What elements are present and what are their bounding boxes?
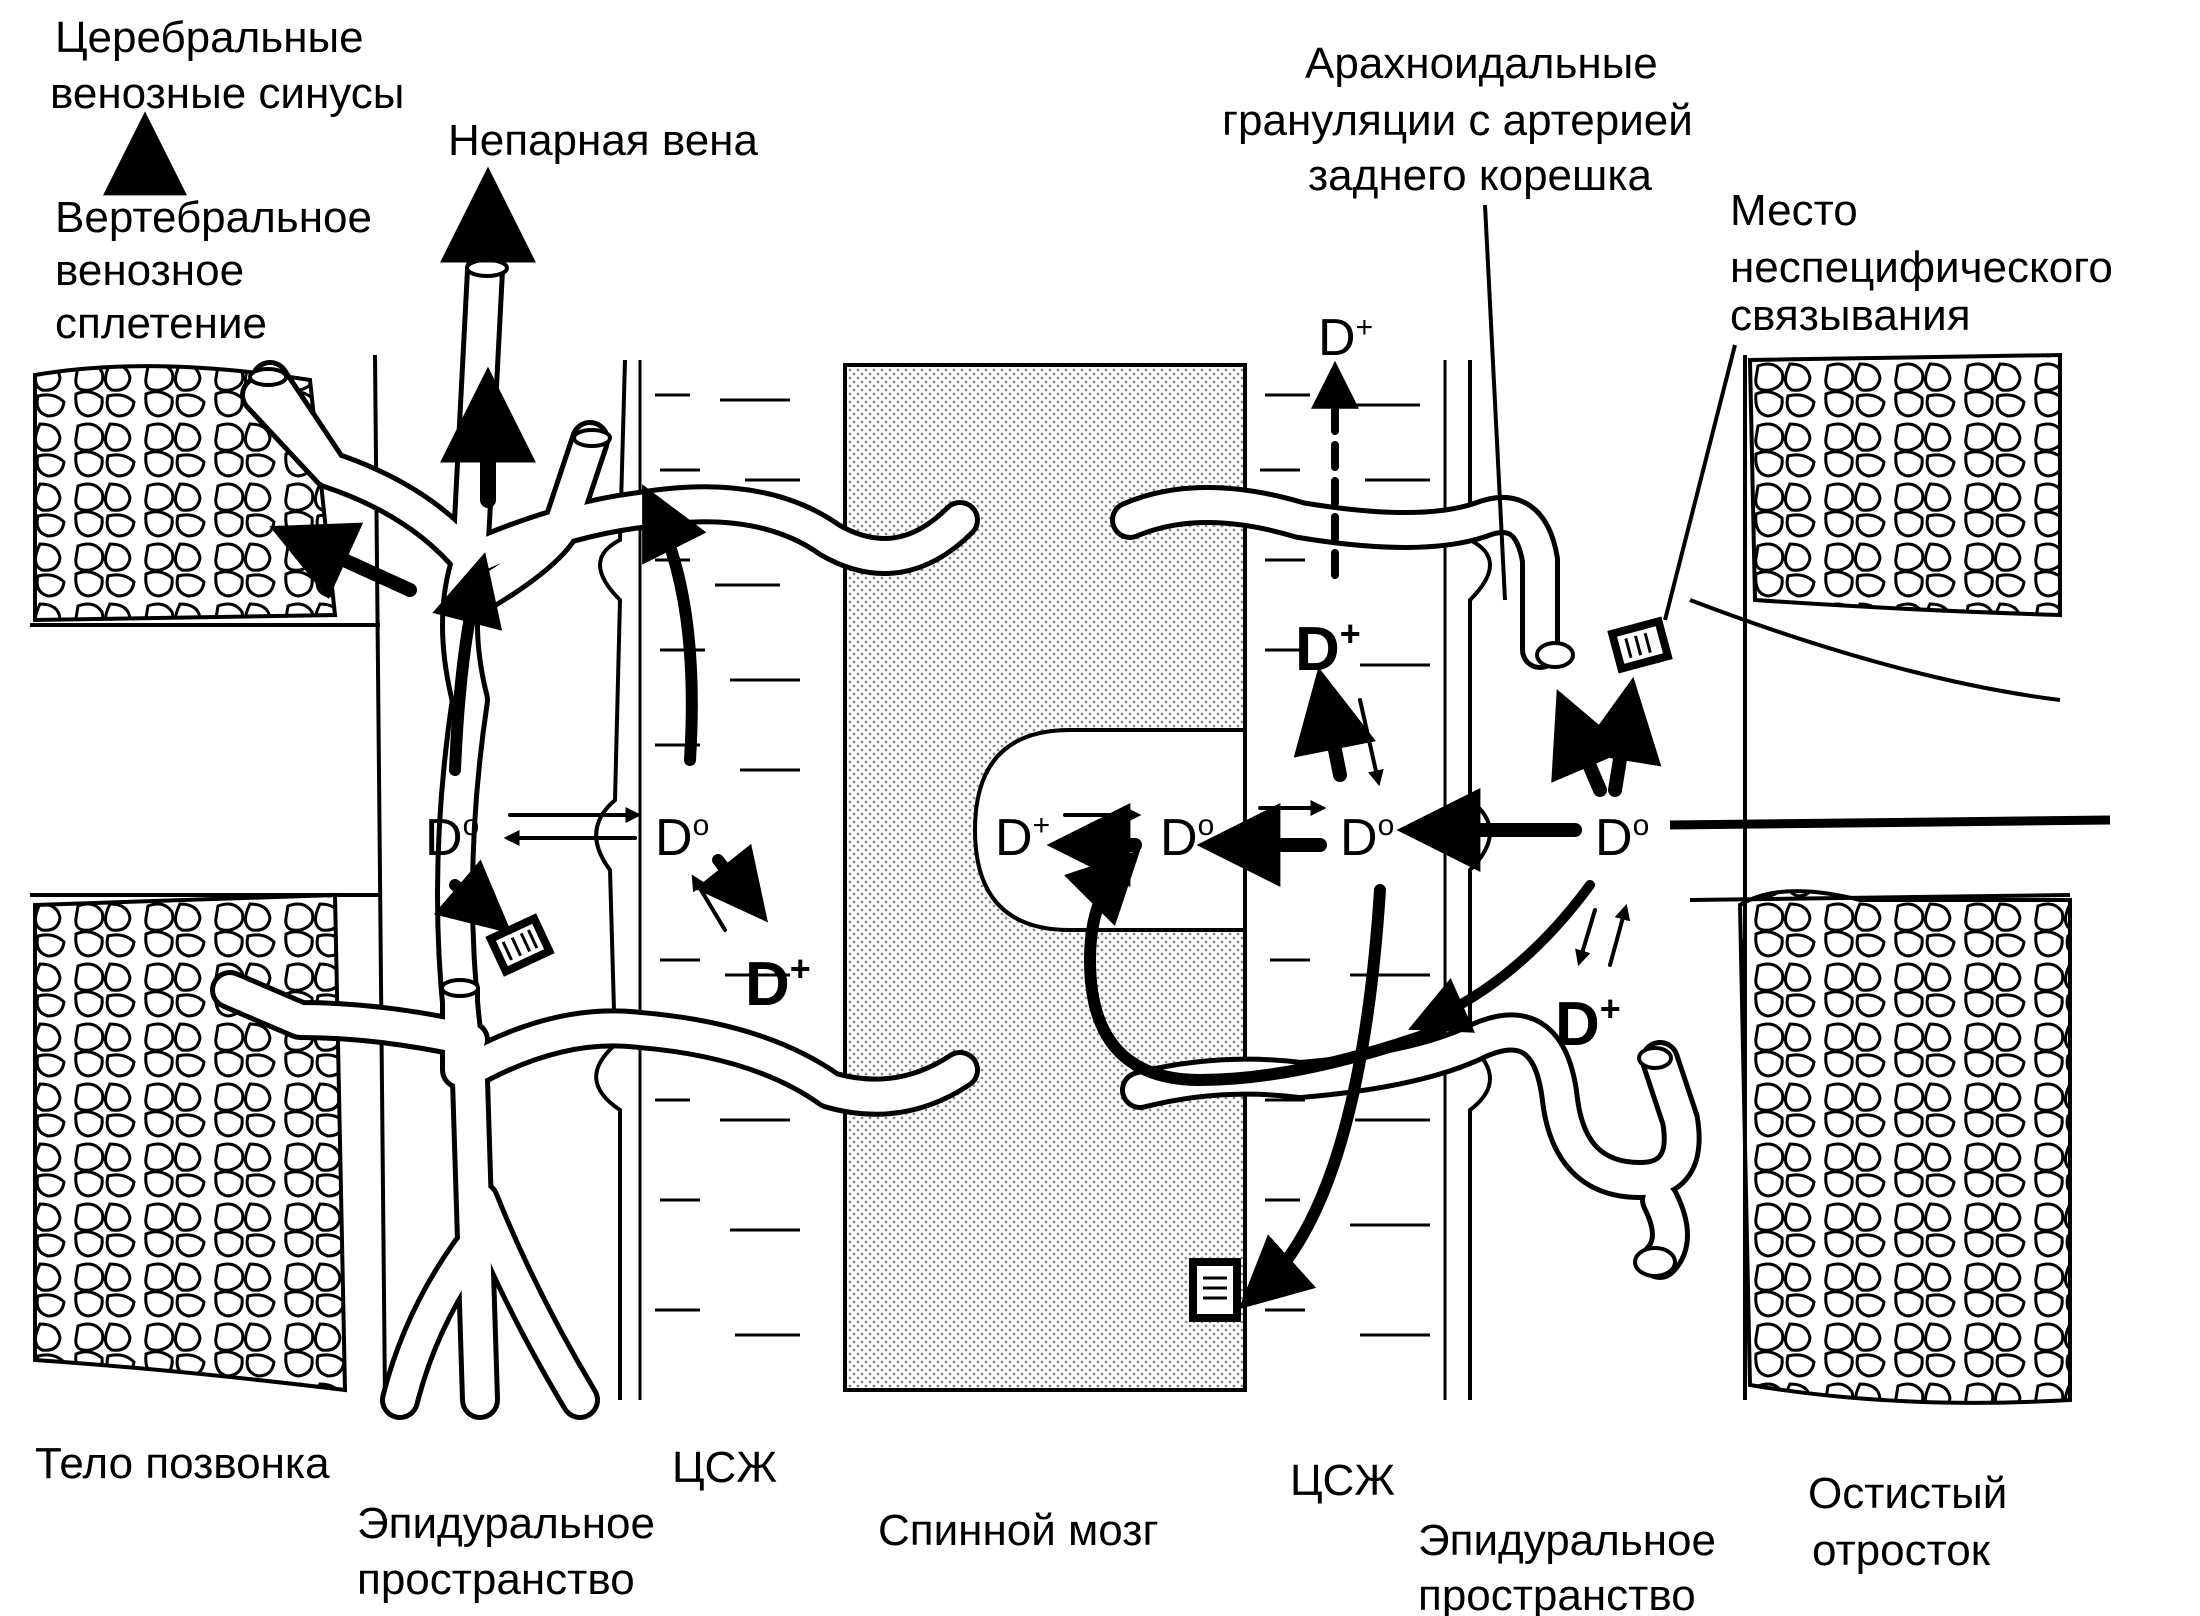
- drug-neutral-needle: Do: [1595, 809, 1649, 867]
- label-cerebral-sinuses: Церебральные: [55, 13, 364, 62]
- drug-neutral-cord: Do: [1160, 809, 1214, 867]
- label-vertebral-plexus: Вертебральное: [55, 193, 372, 242]
- drug-neutral-csf-left: Do: [655, 809, 709, 867]
- drug-ionized-top: D+: [1318, 309, 1373, 367]
- vertebral-body-bone-lower: [33, 892, 348, 1393]
- binding-site-icon: [1607, 616, 1673, 674]
- drug-neutral-epidural-left: Do: [425, 809, 479, 867]
- needle: [1669, 815, 2111, 830]
- drug-ionized-cord: D+: [995, 809, 1050, 867]
- label-nonspecific-binding: Место: [1730, 186, 1858, 235]
- label-epidural-left: Эпидуральное: [357, 1499, 655, 1548]
- pointer-line: [1483, 204, 1507, 601]
- label-arachnoid-granulations: Арахноидальные: [1305, 39, 1658, 88]
- binding-site-icon: [485, 913, 555, 977]
- label-csf-left: ЦСЖ: [672, 1443, 777, 1492]
- label-nonspecific-binding: неспецифического: [1730, 243, 2113, 292]
- label-epidural-right: Эпидуральное: [1418, 1516, 1716, 1565]
- label-arachnoid-granulations: заднего корешка: [1308, 151, 1653, 200]
- dura-line-left-inner: [594, 359, 627, 1400]
- label-nonspecific-binding: связывания: [1730, 291, 1971, 340]
- label-vertebral-plexus: сплетение: [55, 299, 267, 348]
- boundary-line: [1689, 893, 2071, 902]
- drug-ionized-csf-right: D+: [1295, 613, 1361, 684]
- drug-ionized-csf-left: D+: [745, 948, 811, 1019]
- label-vertebral-plexus: венозное: [55, 246, 244, 295]
- spinous-process-bone-upper: [1747, 352, 2062, 618]
- spinous-process-bone-lower: [1737, 889, 2072, 1405]
- label-spinous-process: Остистый: [1808, 1469, 2007, 1518]
- binding-site-icon: [1189, 1258, 1241, 1322]
- drug-neutral-csf-right: Do: [1340, 809, 1394, 867]
- label-csf-right: ЦСЖ: [1290, 1456, 1395, 1505]
- flow-arrows: [103, 111, 1662, 1310]
- pointer-line: [1663, 344, 1737, 621]
- label-epidural-right: пространство: [1418, 1571, 1696, 1616]
- drug-symbols: Do Do D+ D+ D+ D+ Do Do Do D+: [425, 309, 1649, 1059]
- label-arachnoid-granulations: грануляции с артерией: [1222, 96, 1693, 145]
- vertebral-body-bone-upper: [33, 364, 338, 623]
- dura-line-left-outer: [373, 354, 387, 1401]
- label-epidural-left: пространство: [357, 1555, 635, 1604]
- label-cerebral-sinuses: венозные синусы: [50, 69, 404, 118]
- label-azygos-vein: Непарная вена: [448, 116, 758, 165]
- label-spinal-cord: Спинной мозг: [878, 1506, 1159, 1555]
- label-spinous-process: отросток: [1812, 1526, 1991, 1575]
- label-vertebral-body: Тело позвонка: [35, 1439, 330, 1488]
- drug-ionized-epidural-right: D+: [1555, 988, 1621, 1059]
- labels: Церебральные венозные синусы Непарная ве…: [35, 13, 2113, 1616]
